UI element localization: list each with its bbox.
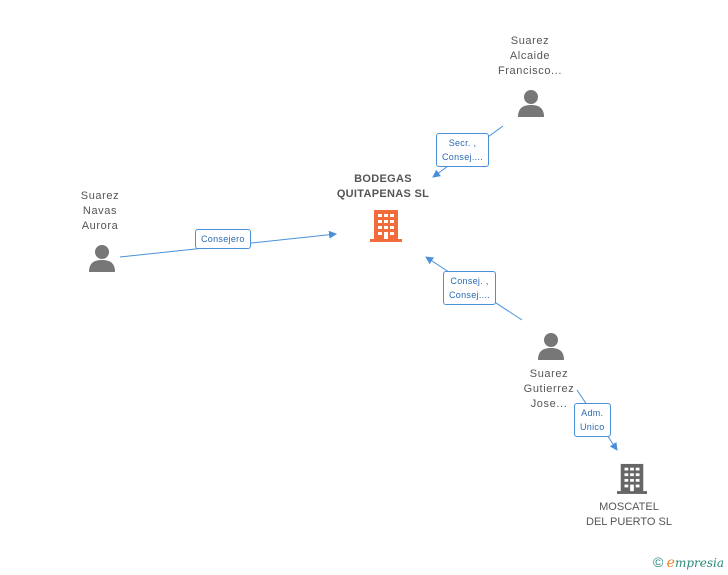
edge-label-navas[interactable]: Consejero	[195, 229, 251, 249]
edge-label-gutierrez-main[interactable]: Consej. , Consej....	[443, 271, 497, 305]
edge-label-gutierrez-moscatel[interactable]: Adm. Unico	[574, 403, 611, 437]
person-icon[interactable]	[88, 244, 116, 272]
main-company-name[interactable]: BODEGAS QUITAPENAS SL	[336, 173, 430, 200]
person-name-gutierrez[interactable]: Suarez Gutierrez Jose...	[523, 368, 575, 410]
empresia-logo: © empresia	[652, 554, 724, 571]
person-icon[interactable]	[517, 89, 545, 117]
person-name-navas[interactable]: Suarez Navas Aurora	[80, 190, 120, 232]
copyright-icon: ©	[652, 554, 664, 570]
building-icon[interactable]	[370, 208, 402, 242]
company-name-moscatel[interactable]: MOSCATEL DEL PUERTO SL	[586, 501, 672, 528]
building-icon[interactable]	[617, 461, 647, 495]
person-name-alcaide[interactable]: Suarez Alcaide Francisco...	[497, 35, 563, 77]
person-icon[interactable]	[537, 332, 565, 360]
edge-label-alcaide[interactable]: Secr. , Consej....	[436, 133, 490, 167]
